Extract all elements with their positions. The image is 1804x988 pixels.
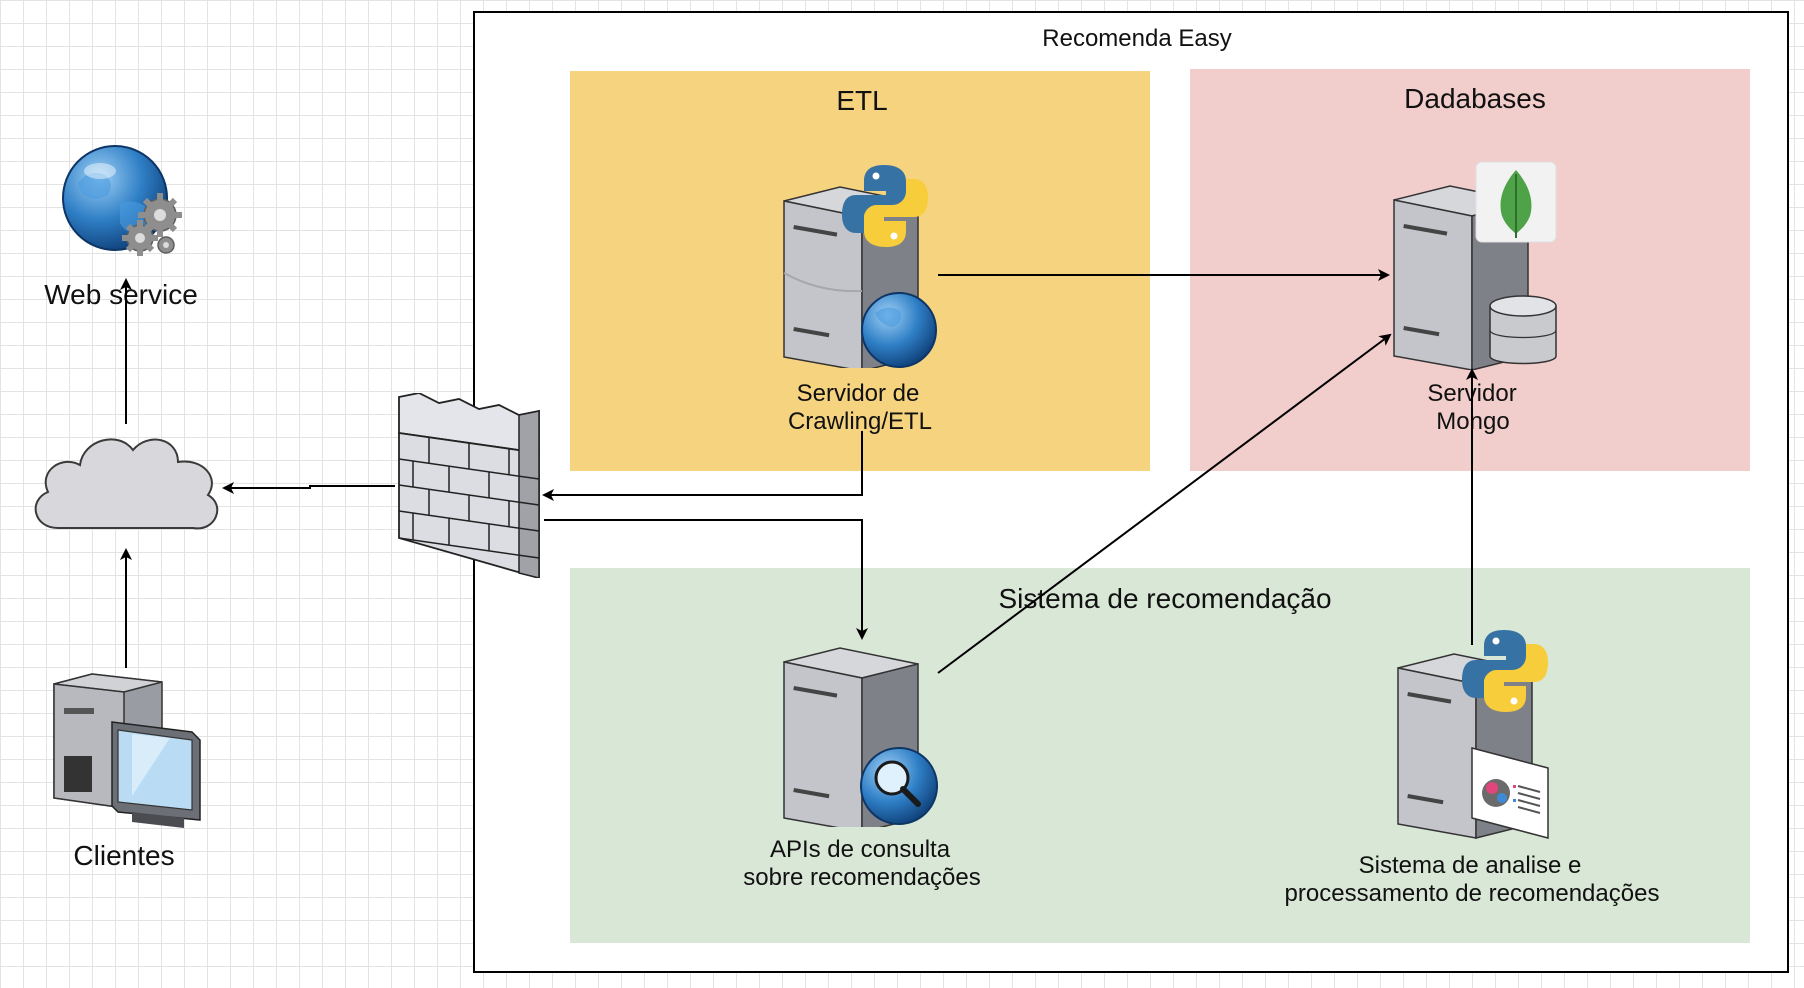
server-python-report-icon — [1397, 630, 1549, 839]
query-api-label-line2: sobre recomendações — [743, 864, 981, 891]
firewall-node — [395, 393, 545, 578]
databases-zone-title: Dadabases — [1404, 83, 1546, 114]
crawler-label-line1: Servidor de — [796, 380, 920, 407]
database-cylinder-icon — [1489, 295, 1557, 365]
crawler-server-node[interactable] — [780, 163, 945, 368]
analysis-label-line2: processamento de recomendações — [1284, 880, 1660, 907]
server-mongodb-database-icon — [1393, 161, 1557, 370]
mongo-server-node[interactable] — [1390, 160, 1565, 370]
globe-gears-icon — [62, 145, 182, 256]
web-service-node[interactable] — [60, 143, 190, 263]
mongo-label-line1: Servidor — [1427, 380, 1517, 407]
edge-firewall-to-internet — [222, 482, 395, 494]
etl-zone-title: ETL — [836, 85, 888, 116]
analysis-label-line1: Sistema de analise e — [1358, 852, 1582, 879]
server-search-icon — [783, 647, 938, 827]
crawler-label-line2: Crawling/ETL — [787, 408, 933, 435]
internet-cloud-node — [28, 420, 226, 545]
web-service-label: Web service — [44, 279, 198, 310]
container-title: Recomenda Easy — [1042, 25, 1232, 52]
desktop-computer-icon — [53, 673, 201, 828]
analysis-server-node[interactable] — [1394, 628, 1569, 843]
firewall-brick-wall-icon — [398, 393, 540, 578]
python-logo-icon — [1462, 630, 1548, 712]
mongodb-leaf-icon — [1475, 161, 1557, 243]
python-logo-icon — [842, 165, 928, 247]
cloud-icon — [34, 438, 219, 530]
report-sheet-icon — [1471, 747, 1549, 839]
query-api-label-line1: APIs de consulta — [769, 836, 951, 863]
query-api-server-node[interactable] — [780, 642, 945, 827]
recommendation-zone-title: Sistema de recomendação — [998, 583, 1332, 614]
clients-node[interactable] — [52, 670, 202, 830]
mongo-label-line2: Mongo — [1436, 408, 1510, 435]
clients-label: Clientes — [73, 840, 175, 871]
server-python-globe-icon — [783, 165, 937, 368]
